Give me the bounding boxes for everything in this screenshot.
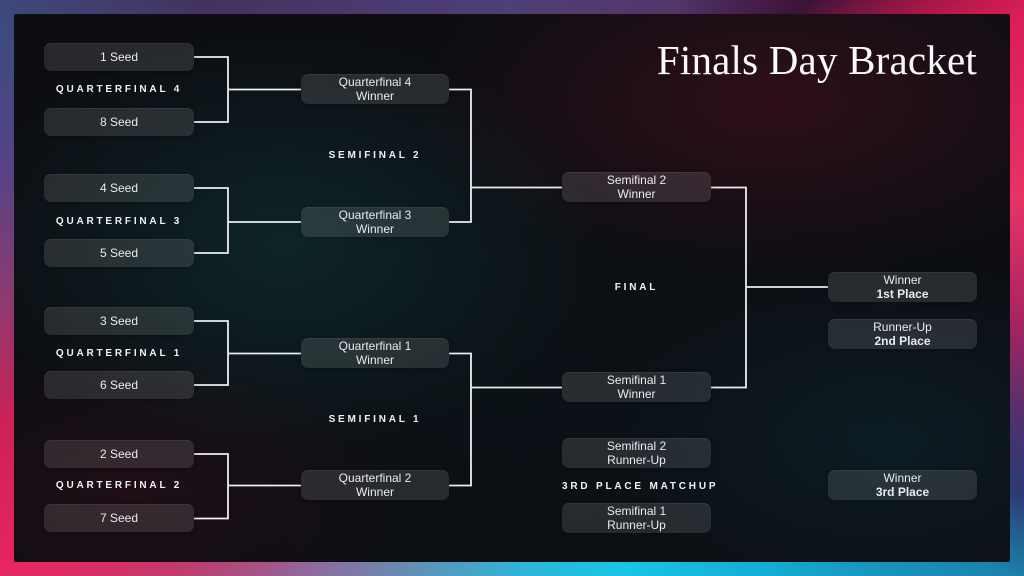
seed-box-1: 1 Seed	[44, 43, 194, 71]
sf1-runner-up-line1: Semifinal 1	[606, 503, 667, 518]
qf1-winner-line2: Winner	[355, 353, 394, 367]
third-place-box: Winner 3rd Place	[828, 470, 977, 500]
semifinal-2-runner-up-box: Semifinal 2 Runner-Up	[562, 438, 711, 468]
qf4-winner-line2: Winner	[355, 89, 394, 103]
sf1-runner-up-line2: Runner-Up	[607, 518, 666, 532]
qf4-winner-line1: Quarterfinal 4	[338, 74, 412, 89]
round-label-final: FINAL	[614, 282, 659, 293]
seed-box-3: 3 Seed	[44, 307, 194, 335]
first-place-box: Winner 1st Place	[828, 272, 977, 302]
semifinal-1-runner-up-box: Semifinal 1 Runner-Up	[562, 503, 711, 533]
semifinal-1-winner-box: Semifinal 1 Winner	[562, 372, 711, 402]
quarterfinal-3-winner-box: Quarterfinal 3 Winner	[301, 207, 449, 237]
sf2-runner-up-line1: Semifinal 2	[606, 438, 667, 453]
seed-5-label: 5 Seed	[99, 245, 139, 260]
qf3-winner-line1: Quarterfinal 3	[338, 207, 412, 222]
round-label-third-place-matchup: 3RD PLACE MATCHUP	[562, 481, 719, 492]
sf2-winner-line1: Semifinal 2	[606, 172, 667, 187]
seed-4-label: 4 Seed	[99, 180, 139, 195]
sf1-winner-line2: Winner	[617, 387, 656, 401]
round-label-quarterfinal-2: QUARTERFINAL 2	[55, 480, 183, 491]
sf2-runner-up-line2: Runner-Up	[607, 453, 666, 467]
second-place-line2: 2nd Place	[874, 334, 931, 348]
round-label-semifinal-1: SEMIFINAL 1	[328, 414, 422, 425]
round-label-quarterfinal-4: QUARTERFINAL 4	[55, 84, 183, 95]
sf1-winner-line1: Semifinal 1	[606, 372, 667, 387]
round-label-semifinal-2: SEMIFINAL 2	[328, 150, 422, 161]
round-label-quarterfinal-3: QUARTERFINAL 3	[55, 216, 183, 227]
seed-8-label: 8 Seed	[99, 114, 139, 129]
seed-6-label: 6 Seed	[99, 377, 139, 392]
seed-box-5: 5 Seed	[44, 239, 194, 267]
third-place-line1: Winner	[883, 470, 922, 485]
second-place-line1: Runner-Up	[873, 319, 932, 334]
qf1-winner-line1: Quarterfinal 1	[338, 338, 412, 353]
semifinal-2-winner-box: Semifinal 2 Winner	[562, 172, 711, 202]
qf3-winner-line2: Winner	[355, 222, 394, 236]
qf2-winner-line1: Quarterfinal 2	[338, 470, 412, 485]
first-place-line1: Winner	[883, 272, 922, 287]
seed-3-label: 3 Seed	[99, 313, 139, 328]
sf2-winner-line2: Winner	[617, 187, 656, 201]
seed-box-6: 6 Seed	[44, 371, 194, 399]
seed-2-label: 2 Seed	[99, 446, 139, 461]
second-place-box: Runner-Up 2nd Place	[828, 319, 977, 349]
round-label-quarterfinal-1: QUARTERFINAL 1	[55, 348, 183, 359]
page-title: Finals Day Bracket	[656, 37, 977, 83]
qf2-winner-line2: Winner	[355, 485, 394, 499]
seed-box-2: 2 Seed	[44, 440, 194, 468]
seed-7-label: 7 Seed	[99, 510, 139, 525]
seed-box-4: 4 Seed	[44, 174, 194, 202]
quarterfinal-1-winner-box: Quarterfinal 1 Winner	[301, 338, 449, 368]
first-place-line2: 1st Place	[876, 287, 929, 301]
seed-1-label: 1 Seed	[99, 49, 139, 64]
quarterfinal-2-winner-box: Quarterfinal 2 Winner	[301, 470, 449, 500]
seed-box-8: 8 Seed	[44, 108, 194, 136]
third-place-line2: 3rd Place	[875, 485, 930, 499]
seed-box-7: 7 Seed	[44, 504, 194, 532]
quarterfinal-4-winner-box: Quarterfinal 4 Winner	[301, 74, 449, 104]
